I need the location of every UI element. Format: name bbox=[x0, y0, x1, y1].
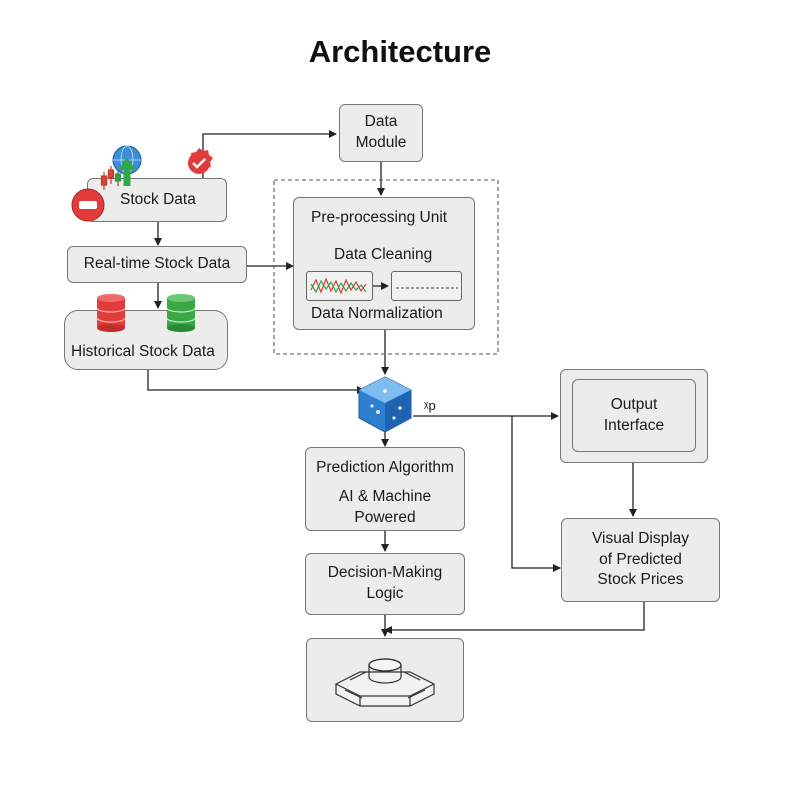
preprocessing-unit-node bbox=[293, 197, 475, 330]
arrow-historical-to-cube bbox=[147, 370, 365, 394]
historical-stock-data-label: Historical Stock Data bbox=[71, 343, 215, 360]
realtime-stock-data-node: Real-time Stock Data bbox=[67, 246, 247, 283]
output-interface-inner: Output Interface bbox=[572, 379, 696, 452]
storage-node bbox=[306, 638, 464, 722]
data-module-node: Data Module bbox=[339, 104, 423, 162]
prediction-algorithm-label: Prediction Algorithm bbox=[316, 459, 454, 476]
visual-display-node: Visual Display of Predicted Stock Prices bbox=[561, 518, 720, 602]
arrow-visual-to-storage bbox=[384, 602, 645, 634]
normalized-thumbnail bbox=[391, 271, 462, 301]
stock-data-label: Stock Data bbox=[120, 190, 196, 208]
arrow-stockdata-to-datamodule bbox=[202, 130, 337, 178]
preprocessing-dashed-container bbox=[273, 179, 499, 355]
stock-data-node: Stock Data bbox=[87, 178, 227, 222]
chart-thumbnail bbox=[306, 271, 373, 301]
data-cleaning-label: Data Cleaning bbox=[334, 246, 433, 263]
preprocessing-unit-label: Pre-processing Unit bbox=[311, 209, 448, 226]
data-normalization-label: Data Normalization bbox=[311, 305, 443, 322]
diagram-title: Architecture bbox=[308, 34, 492, 69]
ai-machine-powered-label: AI & Machine Powered bbox=[338, 487, 432, 526]
prediction-algorithm-node: Prediction Algorithm AI & Machine Powere… bbox=[305, 447, 465, 531]
model-label: ᵡp bbox=[424, 398, 436, 413]
historical-stock-data-node bbox=[64, 310, 228, 370]
arrow-branch-to-visual bbox=[511, 416, 561, 572]
decision-making-logic-node: Decision-Making Logic bbox=[305, 553, 465, 615]
